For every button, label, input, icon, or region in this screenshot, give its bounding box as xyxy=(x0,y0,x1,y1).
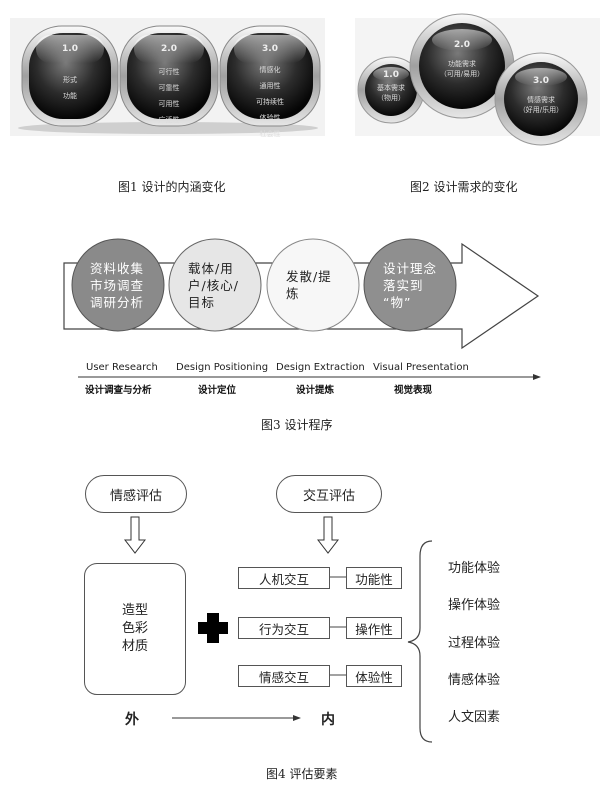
fig2-title-3: 情感需求 xyxy=(511,96,571,104)
fig1-line: 功能 xyxy=(40,92,100,100)
fig1-line: 情感化 xyxy=(240,66,300,74)
fig2-title-2: 功能需求 xyxy=(432,60,492,68)
process-circle-1-text: 资料收集 市场调查 调研分析 xyxy=(90,260,144,311)
fig1-lines-2: 可行性 可靠性 可用性 广泛性 xyxy=(139,60,199,132)
fig1-line: 通用性 xyxy=(240,82,300,90)
interaction-down-arrow-icon xyxy=(318,517,338,553)
stage-en-1: User Research xyxy=(86,362,158,373)
experience-1: 功能体验 xyxy=(448,557,500,576)
fig2-caption: 图2 设计需求的变化 xyxy=(410,178,517,195)
inner-label: 内 xyxy=(321,709,335,729)
fig2-version-2: 2.0 xyxy=(442,40,482,50)
fig1-line: 可靠性 xyxy=(139,84,199,92)
fig2-sub-3: （好用/乐用） xyxy=(511,106,571,114)
curly-brace xyxy=(408,541,432,742)
stage-cn-1: 设计调查与分析 xyxy=(85,382,152,396)
fig1-line: 可用性 xyxy=(139,100,199,108)
row-1-right: 功能性 xyxy=(346,567,402,589)
fig1-line: 形式 xyxy=(40,76,100,84)
fig2-title-1: 基本需求 xyxy=(366,84,416,92)
fig2-version-3: 3.0 xyxy=(521,76,561,86)
fig1-line: 广泛性 xyxy=(139,116,199,124)
fig2-sub-1: （物用） xyxy=(366,94,416,102)
fig3-caption: 图3 设计程序 xyxy=(261,416,332,433)
fig1-version-1: 1.0 xyxy=(50,44,90,54)
fig4-caption: 图4 评估要素 xyxy=(266,765,337,782)
fig1-line: 社会性 xyxy=(240,130,300,138)
process-circle-2-text: 载体/用 户/核心/ 目标 xyxy=(188,260,239,311)
external-elements-text: 造型 色彩 材质 xyxy=(122,602,148,656)
external-elements-box: 造型 色彩 材质 xyxy=(84,563,186,695)
fig1-lines-3: 情感化 通用性 可持续性 体验性 社会性 xyxy=(240,58,300,146)
experience-5: 人文因素 xyxy=(448,706,500,725)
stage-cn-4: 视觉表现 xyxy=(394,382,432,396)
interaction-eval-pill: 交互评估 xyxy=(276,475,382,513)
fig1-lines-1: 形式 功能 xyxy=(40,68,100,108)
plus-icon xyxy=(198,613,228,643)
stage-en-2: Design Positioning xyxy=(176,362,268,373)
process-circle-4-text: 设计理念 落实到 “物” xyxy=(383,260,437,311)
stage-cn-3: 设计提炼 xyxy=(296,382,334,396)
stage-en-3: Design Extraction xyxy=(276,362,365,373)
row-3-left: 情感交互 xyxy=(238,665,330,687)
fig1-caption: 图1 设计的内涵变化 xyxy=(118,178,225,195)
fig1-line: 可持续性 xyxy=(240,98,300,106)
row-1-left: 人机交互 xyxy=(238,567,330,589)
stage-cn-2: 设计定位 xyxy=(198,382,236,396)
experience-4: 情感体验 xyxy=(448,669,500,688)
fig1-line: 可行性 xyxy=(139,68,199,76)
emotional-down-arrow-icon xyxy=(125,517,145,553)
fig1-line: 体验性 xyxy=(240,114,300,122)
outer-label: 外 xyxy=(125,709,139,729)
fig2-sub-2: （可用/易用） xyxy=(432,70,492,78)
emotional-eval-pill: 情感评估 xyxy=(85,475,187,513)
stage-en-4: Visual Presentation xyxy=(373,362,469,373)
fig1-version-3: 3.0 xyxy=(250,44,290,54)
process-circle-3-text: 发散/提 炼 xyxy=(286,268,332,302)
row-3-right: 体验性 xyxy=(346,665,402,687)
row-2-right: 操作性 xyxy=(346,617,402,639)
experience-3: 过程体验 xyxy=(448,632,500,651)
fig2-version-1: 1.0 xyxy=(376,70,406,80)
experience-2: 操作体验 xyxy=(448,594,500,613)
fig1-version-2: 2.0 xyxy=(149,44,189,54)
row-2-left: 行为交互 xyxy=(238,617,330,639)
